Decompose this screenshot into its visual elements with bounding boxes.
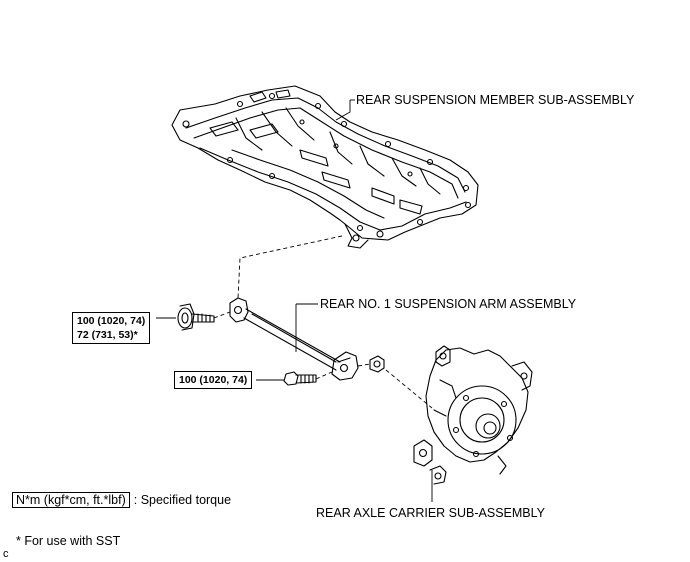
torque-unit-box: N*m (kgf*cm, ft.*lbf) [12,492,130,508]
torque-legend-description: : Specified torque [133,493,232,507]
rear-bolt-drawing [283,371,317,386]
torque-box-rear-bolt: 100 (1020, 74) [174,371,253,389]
front-bolt-drawing [177,303,215,331]
torque-rear-bolt: 100 (1020, 74) [179,374,248,386]
torque-box-front-bolt: 100 (1020, 74) 72 (731, 53)* [72,312,151,344]
rear-axle-carrier-drawing [413,345,533,485]
torque-front-bolt-line1: 100 (1020, 74) [77,315,146,327]
label-rear-axle-carrier: REAR AXLE CARRIER SUB-ASSEMBLY [316,506,546,520]
sst-note: * For use with SST [16,534,121,548]
rear-suspension-member-drawing [171,85,479,249]
assembly-lines [213,235,433,409]
torque-front-bolt-line2: 72 (731, 53)* [77,329,138,341]
torque-legend: N*m (kgf*cm, ft.*lbf): Specified torque [12,492,232,508]
label-rear-suspension-arm: REAR NO. 1 SUSPENSION ARM ASSEMBLY [320,297,577,311]
suspension-arm-drawing [229,297,359,381]
leader-lines [156,99,433,502]
corner-mark: c [3,548,9,560]
label-rear-suspension-member: REAR SUSPENSION MEMBER SUB-ASSEMBLY [356,93,635,107]
nut-drawing [369,355,385,373]
